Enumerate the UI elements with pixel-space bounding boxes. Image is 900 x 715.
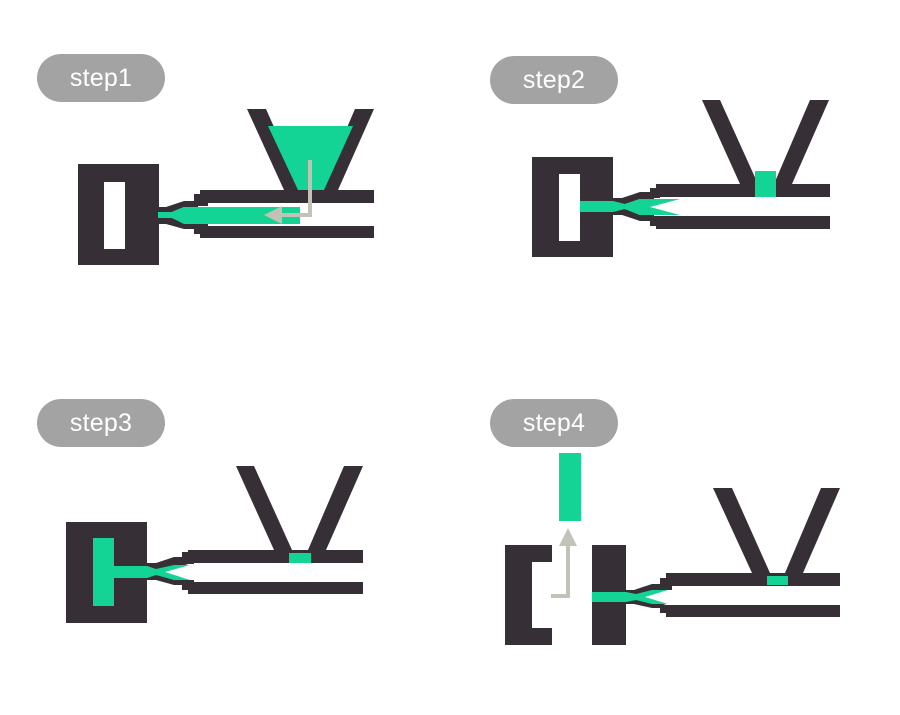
step2-hopper-left	[702, 100, 758, 184]
step3-molten-plastic	[114, 565, 190, 580]
step3-mold-plastic	[93, 538, 114, 606]
step1-mold-cavity	[104, 182, 125, 249]
step4-hopper-plastic	[767, 576, 788, 585]
step4-eject-arrow	[551, 542, 570, 598]
step1-flow-arrow	[278, 160, 312, 217]
step2-molten-plastic	[580, 199, 680, 215]
step4-mold-left	[505, 545, 552, 645]
step1-barrel-lower	[158, 218, 374, 238]
step2-illustration	[532, 100, 830, 257]
step1-label: step1	[37, 54, 165, 102]
step2-label: step2	[490, 56, 618, 104]
step1-molten-plastic	[158, 207, 300, 224]
step4-illustration	[505, 453, 840, 645]
step3-hopper-left	[236, 466, 292, 550]
step4-label: step4	[490, 399, 618, 447]
step2-hopper-plastic	[755, 171, 776, 197]
step3-hopper-right	[308, 466, 363, 550]
step2-hopper-right	[774, 100, 829, 184]
step1-hopper-left	[247, 109, 302, 190]
step4-ejected-part	[559, 453, 581, 521]
step1-hopper-plastic	[268, 126, 353, 190]
step4-hopper-right	[785, 488, 840, 573]
step3-hopper-plastic	[289, 553, 311, 563]
step1-flow-arrowhead	[264, 206, 282, 224]
step4-eject-arrowhead	[559, 528, 577, 546]
step4-hopper-left	[713, 488, 770, 573]
step4-barrel-lower	[626, 600, 840, 617]
step2-mold-cavity	[559, 174, 580, 241]
step1-hopper-right	[320, 109, 374, 190]
step3-barrel-lower	[147, 575, 363, 594]
step1-illustration	[78, 109, 374, 265]
step2-barrel-lower	[613, 209, 830, 229]
step3-label: step3	[37, 399, 165, 447]
step4-molten-plastic	[592, 590, 668, 604]
step3-illustration	[66, 466, 363, 623]
step1-barrel-upper	[158, 190, 374, 212]
